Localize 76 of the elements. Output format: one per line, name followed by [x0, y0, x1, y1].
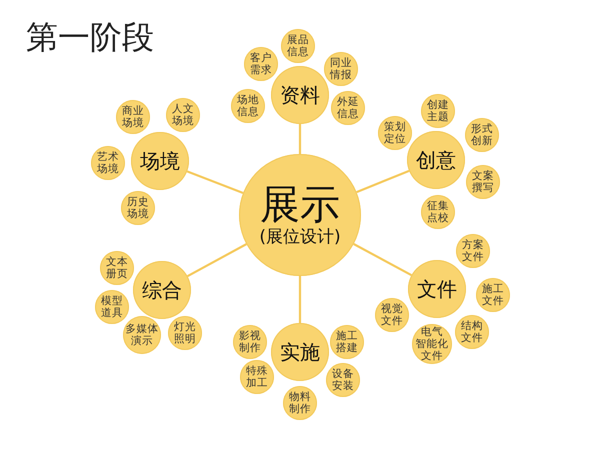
topic-label: 同业情报 [330, 57, 352, 81]
connector-line [186, 243, 247, 278]
topic-label: 艺术场境 [97, 151, 119, 175]
topic-label: 模型道具 [101, 295, 123, 319]
topic-circle [283, 386, 317, 420]
category-label: 实施 [280, 341, 320, 363]
topic-label: 结构文件 [461, 320, 483, 344]
topic-label: 历史场境 [127, 196, 149, 220]
topic-circle [231, 89, 265, 123]
topic-label: 施工搭建 [336, 330, 358, 354]
topic-circle [375, 298, 409, 332]
category-circle [133, 261, 191, 319]
topic-circle [233, 325, 267, 359]
center-sublabel: (展位设计) [259, 228, 341, 247]
connector-line [298, 124, 302, 154]
topic-label: 商业场境 [122, 105, 144, 129]
topic-circle [168, 316, 202, 350]
topic-label: 影视制作 [239, 330, 261, 354]
topic-circle [100, 251, 134, 285]
topic-circle [456, 234, 490, 268]
topic-label: 电气智能化文件 [416, 326, 448, 362]
topic-label: 特殊加工 [246, 365, 268, 389]
topic-circle [116, 100, 150, 134]
topic-label: 场地信息 [237, 94, 259, 118]
category-circle [131, 132, 189, 190]
topic-label: 文案撰写 [472, 170, 494, 194]
topic-label: 物料制作 [289, 391, 311, 415]
topic-label: 施工文件 [482, 283, 504, 307]
topic-circle [166, 98, 200, 132]
topic-circle [421, 195, 455, 229]
topic-circle [331, 91, 365, 125]
topic-label: 灯光照明 [174, 321, 196, 345]
topic-circle [421, 94, 455, 128]
topic-circle [123, 316, 161, 354]
category-circle [408, 260, 466, 318]
category-circle [407, 131, 465, 189]
center-label: 展示 [260, 183, 340, 228]
topic-circle [324, 52, 358, 86]
topic-label: 征集点校 [427, 200, 449, 224]
topic-circle [465, 118, 499, 152]
topic-circle [466, 165, 500, 199]
connector-line [353, 243, 412, 276]
topic-label: 视觉文件 [381, 303, 403, 327]
category-circle [271, 323, 329, 381]
topic-circle [281, 29, 315, 63]
topic-circle [244, 47, 278, 81]
connector-line [298, 276, 302, 323]
topic-label: 创建主题 [427, 99, 449, 123]
topic-circle [91, 146, 125, 180]
topic-label: 多媒体演示 [126, 323, 158, 347]
connector-line [356, 170, 410, 194]
topic-label: 人文场境 [172, 103, 194, 127]
topic-label: 展品信息 [287, 34, 309, 58]
category-label: 综合 [142, 279, 182, 301]
topic-circle [378, 116, 412, 150]
topic-circle [330, 325, 364, 359]
topic-label: 外延信息 [337, 96, 359, 120]
topic-label: 客户需求 [250, 52, 272, 76]
topic-circle [240, 360, 274, 394]
topic-circle [476, 278, 510, 312]
topic-label: 形式创新 [471, 123, 493, 147]
category-label: 场境 [140, 150, 180, 172]
topic-circle [95, 290, 129, 324]
category-label: 资料 [280, 84, 320, 106]
topic-label: 设备安装 [332, 368, 354, 392]
topic-label: 文本册页 [106, 256, 128, 280]
topic-circle [121, 191, 155, 225]
topic-circle [455, 315, 489, 349]
connector-line [186, 170, 244, 194]
page-title: 第一阶段 [26, 17, 154, 58]
topic-label: 方案文件 [462, 239, 484, 263]
category-label: 创意 [416, 149, 456, 171]
topic-label: 策划定位 [384, 121, 406, 145]
topic-circle [326, 363, 360, 397]
category-label: 文件 [417, 278, 457, 300]
category-circle [271, 66, 329, 124]
